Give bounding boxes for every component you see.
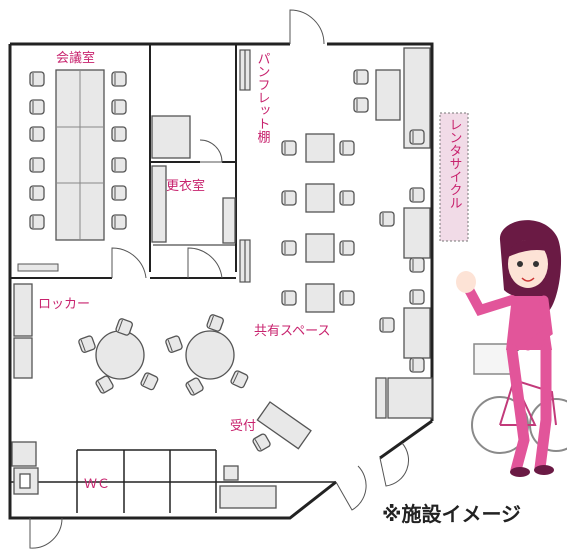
interior-walls [10,44,237,513]
reception-label: 受付 [230,419,256,434]
pamphlet-shelf-label: パンフレット棚 [255,52,271,143]
right-area-desks [375,47,433,419]
woman-icon [456,220,562,477]
rental-cycle-label: レンタサイクル [447,118,462,209]
pamphlet-shelf [239,49,251,283]
round-tables [95,330,235,380]
meeting-room-label: 会議室 [56,50,95,66]
shared-tables [305,133,335,313]
lockers [13,283,33,379]
wc-label: ＷＣ [84,477,110,492]
changing-room-furniture [151,115,236,244]
rental-cycle-board [439,112,469,242]
chair-icon [281,140,355,306]
caption-text: ※施設イメージ [382,502,521,526]
meeting-shelf [17,263,59,272]
changing-room-label: 更衣室 [166,178,205,194]
shared-space-label: 共有スペース [254,324,330,339]
meeting-table [55,69,105,241]
door-arc-icon [29,9,410,549]
reception-desk [251,401,312,453]
bicycle-icon [471,343,567,454]
locker-label: ロッカー [38,297,90,312]
bottom-furniture [11,441,277,509]
